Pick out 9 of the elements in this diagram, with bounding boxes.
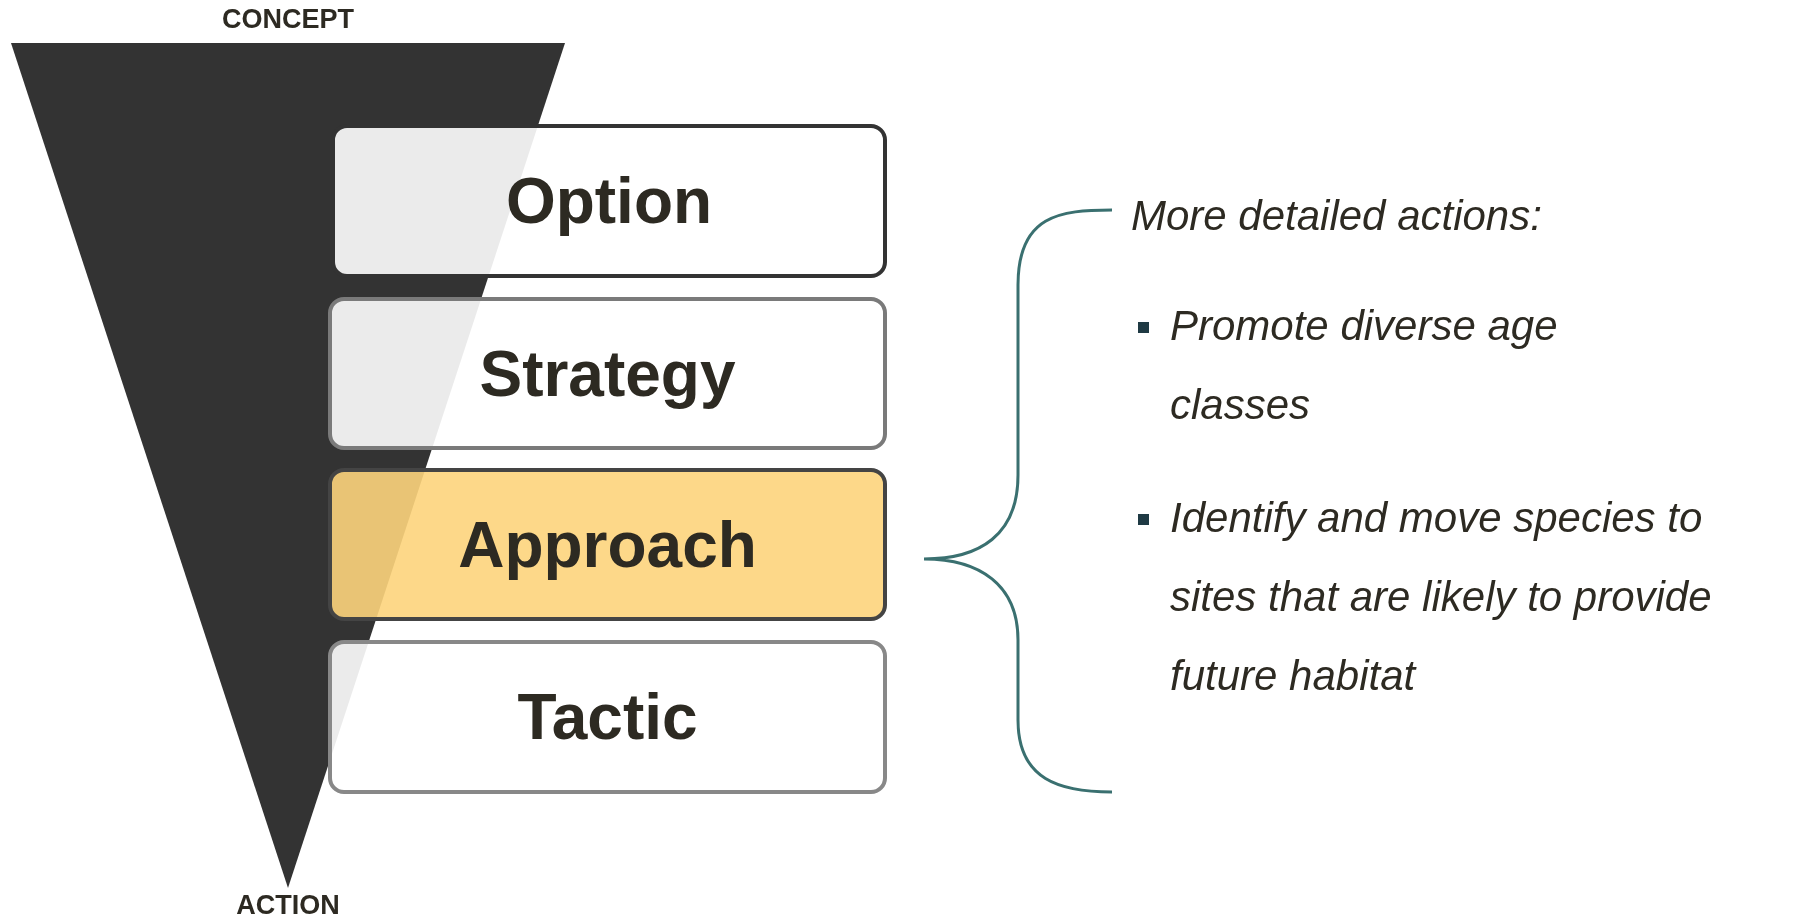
list-heading: More detailed actions: xyxy=(1131,191,1543,241)
list-item: Promote diverse age classes xyxy=(1170,301,1559,430)
axis-label: CONCEPT xyxy=(221,4,355,35)
level-box xyxy=(328,640,887,794)
level-box xyxy=(328,297,887,450)
level-label: Tactic xyxy=(517,685,698,749)
highlighted-level-box xyxy=(328,468,887,621)
axis-label: ACTION xyxy=(235,890,341,920)
list-item: Identify and move species to sites that are likely to provide future habitat xyxy=(1170,493,1713,701)
